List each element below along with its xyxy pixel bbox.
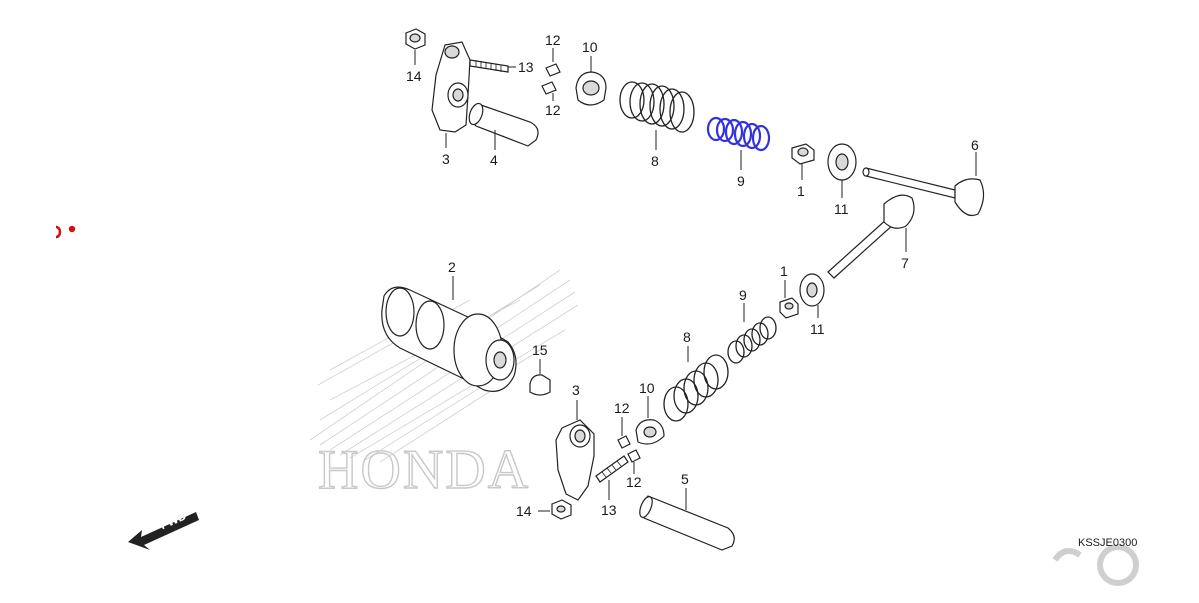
part-13-adjust-screw-upper[interactable] (469, 59, 509, 73)
label-9-lower: 9 (739, 287, 747, 303)
part-3-rocker-arm-lower[interactable] (555, 419, 595, 501)
label-3-lower: 3 (572, 382, 580, 398)
label-13-upper: 13 (518, 59, 534, 75)
watermark-text: HONDA (318, 439, 530, 501)
label-14-lower: 14 (516, 503, 532, 519)
label-6: 6 (971, 137, 979, 153)
part-8-outer-spring-lower[interactable] (663, 354, 729, 422)
label-4: 4 (490, 152, 498, 168)
part-11-spring-seat-upper[interactable] (827, 143, 857, 181)
part-9-inner-spring-upper-highlighted[interactable] (706, 116, 771, 152)
label-12-upper-a: 12 (545, 32, 561, 48)
label-1-lower: 1 (780, 263, 788, 279)
part-12-cotter-lower-b[interactable] (627, 449, 641, 463)
label-13-lower: 13 (601, 502, 617, 518)
honda-wing-watermark: HONDA (309, 269, 579, 502)
label-8-upper: 8 (651, 153, 659, 169)
label-10-upper: 10 (582, 39, 598, 55)
label-12-upper-b: 12 (545, 102, 561, 118)
label-9-upper: 9 (737, 173, 745, 189)
label-8-lower: 8 (683, 329, 691, 345)
diagram-code: KSSJE0300 (1078, 537, 1137, 549)
label-10-lower: 10 (639, 380, 655, 396)
label-11-upper: 11 (834, 201, 849, 217)
label-15: 15 (532, 342, 548, 358)
label-12-lower-a: 12 (614, 400, 630, 416)
label-1-upper: 1 (797, 183, 805, 199)
part-11-spring-seat-lower[interactable] (799, 273, 825, 307)
part-13-adjust-screw-lower[interactable] (595, 455, 629, 483)
part-3-rocker-arm-upper[interactable] (431, 41, 471, 133)
part-5-rocker-shaft[interactable] (637, 495, 735, 551)
label-14-upper: 14 (406, 68, 422, 84)
label-2: 2 (448, 259, 456, 275)
label-5: 5 (681, 471, 689, 487)
part-1-stem-seal-upper[interactable] (791, 143, 815, 165)
part-4-rocker-shaft[interactable] (467, 102, 539, 147)
part-12-cotter-upper-a[interactable] (545, 63, 561, 77)
part-15-bearing[interactable] (529, 374, 551, 396)
edge-marker-dots (55, 225, 76, 239)
corner-watermark-mark (1052, 544, 1140, 586)
part-7-valve-lower[interactable] (827, 194, 915, 279)
part-10-retainer-lower[interactable] (635, 419, 665, 445)
part-12-cotter-lower-a[interactable] (617, 435, 631, 449)
part-14-nut-upper[interactable] (405, 28, 426, 50)
label-12-lower-b: 12 (626, 474, 642, 490)
part-6-valve-upper[interactable] (862, 167, 985, 217)
fwd-direction-arrow: FWD (128, 508, 199, 550)
part-12-cotter-upper-b[interactable] (541, 81, 557, 95)
part-10-retainer-upper[interactable] (575, 71, 607, 106)
label-7: 7 (901, 255, 909, 271)
part-2-camshaft[interactable] (381, 286, 517, 392)
part-8-outer-spring-upper[interactable] (619, 81, 695, 133)
part-14-nut-lower[interactable] (551, 499, 572, 520)
label-11-lower: 11 (810, 321, 825, 337)
part-9-inner-spring-lower[interactable] (727, 316, 777, 364)
part-1-stem-seal-lower[interactable] (779, 297, 799, 319)
label-3-upper: 3 (442, 151, 450, 167)
